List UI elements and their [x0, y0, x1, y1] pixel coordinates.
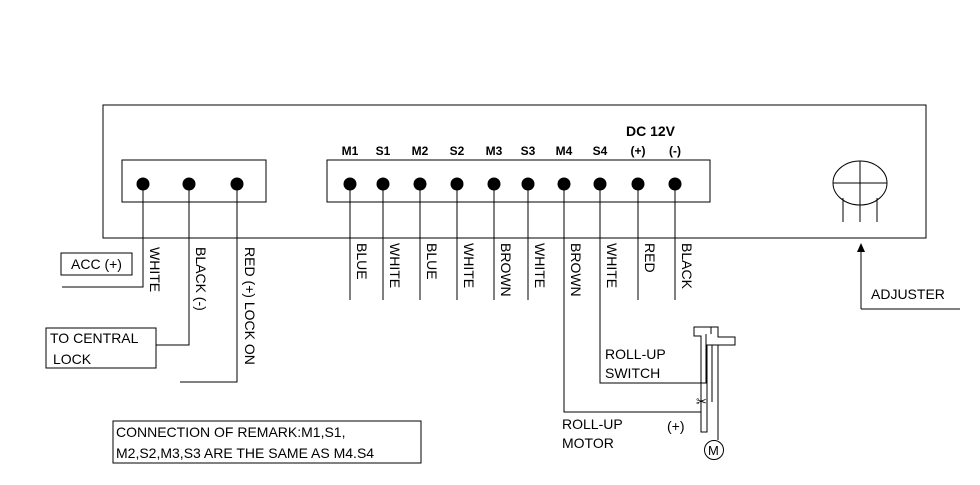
central-lock-line2: LOCK — [53, 351, 92, 367]
remark-box — [112, 420, 422, 464]
motor-letter: M — [708, 443, 719, 458]
control-unit-box — [102, 104, 927, 239]
scissors-icon: ✂ — [696, 395, 707, 410]
wire-label-8: WHITE — [604, 243, 620, 288]
pin-label-1: M1 — [342, 144, 359, 158]
pin-label-6: S3 — [521, 144, 536, 158]
right-terminal-5 — [487, 177, 501, 191]
right-terminal-wires: BLUE WHITE BLUE WHITE BROWN WHITE BROWN WHITE RE… — [349, 190, 695, 300]
wire-lock-on — [180, 190, 238, 383]
right-terminal-9 — [631, 177, 645, 191]
right-terminal-7 — [557, 177, 571, 191]
right-terminal-pin-labels: M1 S1 M2 S2 M3 S3 M4 S4 (+) (-) — [342, 144, 681, 158]
left-terminal-2 — [182, 177, 196, 191]
acc-box — [60, 252, 133, 276]
left-terminal-1 — [136, 177, 150, 191]
right-terminal-4 — [450, 177, 464, 191]
wire-label-white-left: WHITE — [147, 247, 163, 292]
motor-symbol — [704, 440, 724, 460]
rollup-motor-line2: MOTOR — [562, 435, 614, 451]
pin-label-2: S1 — [376, 144, 391, 158]
right-terminal-3 — [413, 177, 427, 191]
pin-label-9: (+) — [631, 144, 646, 158]
dc-label: DC 12V — [626, 123, 676, 139]
right-terminal-6 — [521, 177, 535, 191]
rollup-switch-symbol — [693, 326, 736, 433]
motor-plus-label: (+) — [667, 418, 685, 434]
wire-central-lock — [156, 190, 190, 346]
pin-label-10: (-) — [669, 144, 681, 158]
wire-label-6: WHITE — [532, 243, 548, 288]
left-terminal-block — [121, 159, 267, 203]
remark-line1: CONNECTION OF REMARK:M1,S1, — [116, 424, 345, 440]
pin-label-3: M2 — [412, 144, 429, 158]
pin-label-4: S2 — [450, 144, 465, 158]
wire-label-5: BROWN — [498, 243, 514, 297]
remark-line2: M2,S2,M3,S3 ARE THE SAME AS M4.S4 — [116, 445, 374, 461]
wire-label-3: BLUE — [424, 243, 440, 280]
pin-label-8: S4 — [593, 144, 608, 158]
right-terminal-dots — [343, 177, 682, 191]
right-terminal-1 — [343, 177, 357, 191]
central-lock-box — [45, 327, 157, 369]
wire-label-10: BLACK — [679, 243, 695, 290]
adjuster-label: ADJUSTER — [871, 286, 945, 302]
rollup-switch-line1: ROLL-UP — [605, 346, 666, 362]
wire-label-9: RED — [642, 243, 658, 273]
pin-label-5: M3 — [486, 144, 503, 158]
rollup-motor-line1: ROLL-UP — [562, 416, 623, 432]
wire-m4-to-motor — [563, 190, 701, 413]
adjuster-arrow-head — [857, 243, 865, 252]
pin-label-7: M4 — [556, 144, 573, 158]
right-terminal-8 — [593, 177, 607, 191]
rollup-switch-line2: SWITCH — [605, 365, 660, 381]
right-terminal-2 — [376, 177, 390, 191]
wire-acc — [62, 190, 144, 288]
wire-label-7: BROWN — [568, 243, 584, 297]
wire-label-1: BLUE — [354, 243, 370, 280]
central-lock-line1: TO CENTRAL — [50, 330, 139, 346]
right-terminal-block — [326, 159, 711, 203]
wire-s4-to-switch — [599, 190, 707, 384]
wire-label-red-lock-on: RED (+) LOCK ON — [242, 247, 258, 365]
left-terminal-3 — [230, 177, 244, 191]
acc-label: ACC (+) — [71, 256, 122, 272]
wire-label-4: WHITE — [461, 243, 477, 288]
wire-label-black: BLACK (-) — [193, 247, 209, 311]
wire-label-2: WHITE — [387, 243, 403, 288]
right-terminal-10 — [668, 177, 682, 191]
